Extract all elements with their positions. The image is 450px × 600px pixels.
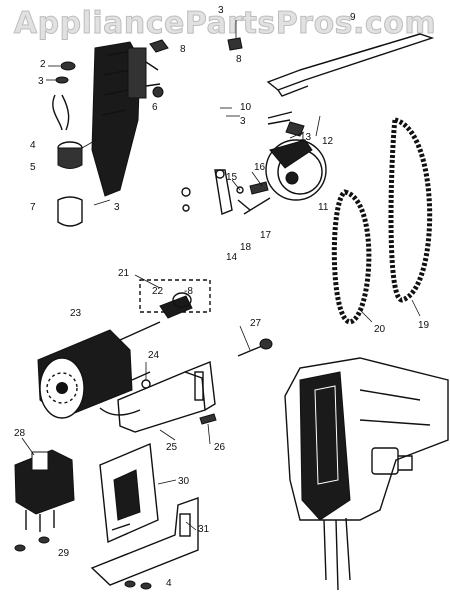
part-controller xyxy=(99,442,159,544)
callout-28: 28 xyxy=(14,428,26,439)
callout-27: 27 xyxy=(250,318,262,329)
leader-lines xyxy=(21,107,421,531)
callout-21: 21 xyxy=(118,268,130,279)
callout-12: 12 xyxy=(322,136,334,147)
callout-14: 14 xyxy=(226,252,238,263)
callout-7: 7 xyxy=(30,202,36,213)
callout-15: 15 xyxy=(226,172,238,183)
callout-23: 23 xyxy=(70,308,82,319)
watermark: AppliancePartsPros.com xyxy=(13,6,437,42)
callout-labels: 3 9 2 3 8 8 6 10 3 13 12 4 5 16 15 7 3 1… xyxy=(14,5,430,589)
part-lamp-assembly xyxy=(52,94,111,227)
part-motor xyxy=(37,321,161,419)
callout-3: 3 xyxy=(240,116,246,127)
callout-17: 17 xyxy=(260,230,272,241)
part-screw-27 xyxy=(237,338,273,357)
callout-19: 19 xyxy=(418,320,430,331)
callout-3: 3 xyxy=(114,202,120,213)
callout-8: -8 xyxy=(184,286,193,297)
callout-29: 29 xyxy=(58,548,70,559)
callout-16: 16 xyxy=(254,162,266,173)
callout-30: 30 xyxy=(178,476,190,487)
callout-4: 4 xyxy=(30,140,36,151)
callout-5: 5 xyxy=(30,162,36,173)
callout-10: 10 xyxy=(240,102,252,113)
part-motor-bracket xyxy=(117,361,217,433)
callout-8: 8 xyxy=(180,44,186,55)
callout-13: 13 xyxy=(300,132,312,143)
callout-20: 20 xyxy=(374,324,386,335)
callout-11: 11 xyxy=(318,202,329,213)
part-switch-block xyxy=(14,449,75,552)
part-lever-bar xyxy=(266,33,435,97)
callout-22: 22 xyxy=(152,286,164,297)
callout-3: 3 xyxy=(38,76,44,87)
callout-9: 9 xyxy=(350,12,356,23)
callout-6: 6 xyxy=(152,102,158,113)
machine-head xyxy=(284,357,449,591)
callout-2: 2 xyxy=(40,59,46,70)
callout-31: 31 xyxy=(198,524,210,535)
part-pulley xyxy=(139,279,211,319)
part-cam-assembly xyxy=(181,111,327,215)
part-mount-bracket xyxy=(90,497,199,590)
callout-24: 24 xyxy=(148,350,160,361)
part-clips-top xyxy=(149,20,243,98)
part-needle-housing xyxy=(91,41,161,197)
callout-4: 4 xyxy=(166,578,172,589)
callout-25: 25 xyxy=(166,442,178,453)
callout-26: 26 xyxy=(214,442,226,453)
callout-3: 3 xyxy=(218,5,224,16)
part-screws-top-left xyxy=(46,61,76,84)
part-belts xyxy=(331,116,433,325)
callout-8: 8 xyxy=(236,54,242,65)
callout-18: 18 xyxy=(240,242,252,253)
